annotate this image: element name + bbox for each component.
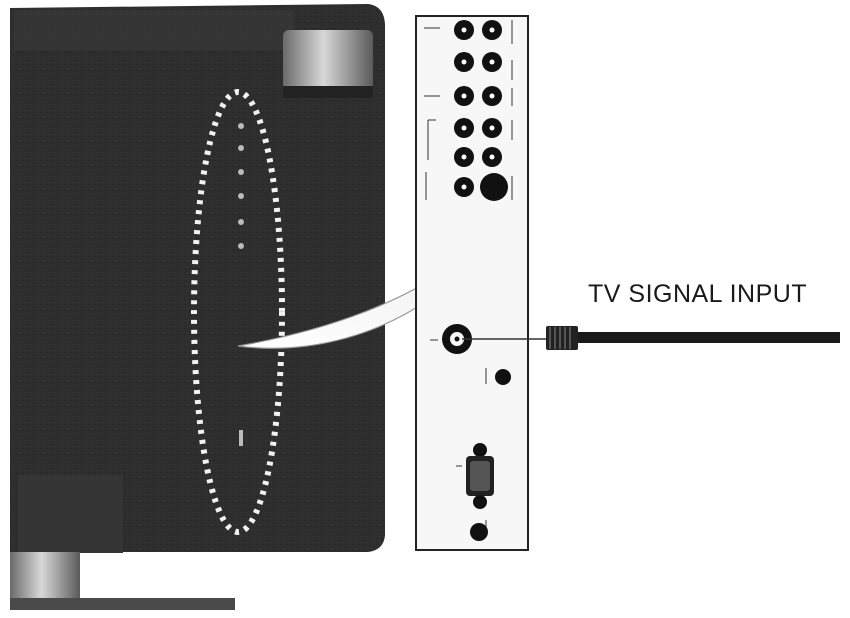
cable-line xyxy=(578,332,840,343)
tv-back-panel xyxy=(10,4,385,553)
vga-port xyxy=(466,443,494,509)
coax-cable xyxy=(462,326,840,350)
jack-dots xyxy=(238,123,244,446)
small-jack xyxy=(495,369,511,385)
tv-stand xyxy=(10,552,235,610)
panel-marks xyxy=(424,20,513,534)
jack-centers xyxy=(461,27,495,190)
tv-inset-panel xyxy=(18,475,123,553)
stand-neck xyxy=(10,552,80,600)
connector-panel xyxy=(415,15,529,551)
rf-input-jack xyxy=(442,324,472,354)
tv-signal-input-label: TV SIGNAL INPUT xyxy=(588,280,808,308)
highlight-oval xyxy=(191,89,285,535)
audio-jack xyxy=(470,523,488,541)
vent-strip xyxy=(14,10,294,50)
stand-base xyxy=(10,598,235,610)
mount-cylinder xyxy=(283,30,373,92)
cable-plug xyxy=(546,326,578,350)
